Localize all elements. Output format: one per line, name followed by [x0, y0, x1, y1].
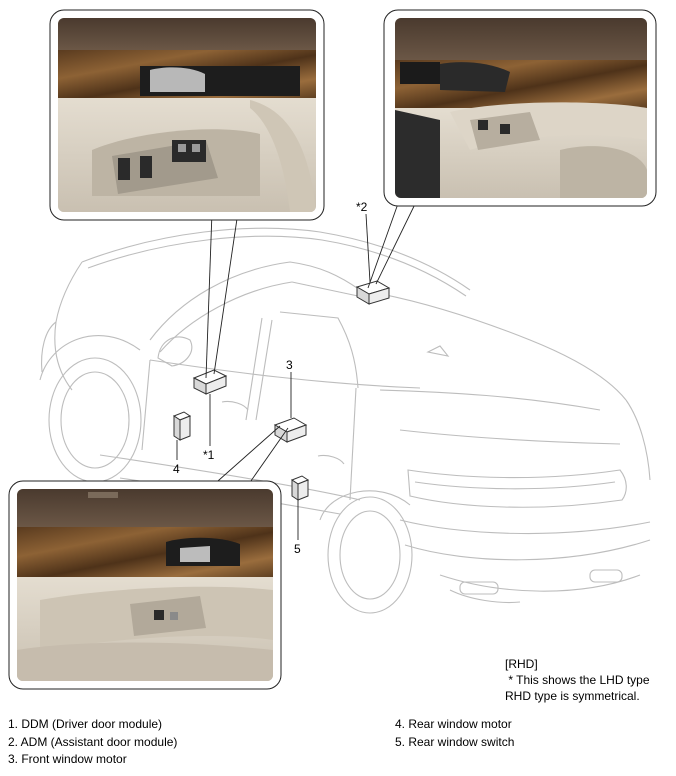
- legend-item-1: 1. DDM (Driver door module): [8, 717, 163, 731]
- callout-3: 3: [286, 358, 293, 372]
- leader-lines: [176, 197, 419, 540]
- car-outline: [39, 227, 651, 614]
- photo-panel-rear-door: [8, 480, 282, 690]
- callout-1: *1: [203, 448, 215, 462]
- rhd-note: [RHD] * This shows the LHD type RHD type…: [505, 656, 650, 704]
- callout-5: 5: [294, 542, 301, 556]
- legend-item-4: 4. Rear window motor: [395, 717, 512, 731]
- rhd-note-line-2: RHD type is symmetrical.: [505, 689, 640, 703]
- rhd-note-line-1: * This shows the LHD type: [505, 673, 650, 687]
- callout-2: *2: [356, 200, 368, 214]
- callout-4: 4: [173, 462, 180, 476]
- legend-item-2: 2. ADM (Assistant door module): [8, 734, 178, 749]
- legend-right: 4. Rear window motor 5. Rear window swit…: [395, 716, 514, 751]
- legend-item-5: 5. Rear window switch: [395, 734, 515, 749]
- photo-panel-assistant-door: [383, 9, 657, 207]
- rhd-note-heading: [RHD]: [505, 657, 538, 671]
- component-boxes: [172, 280, 391, 501]
- photo-panel-driver-door: [49, 9, 325, 221]
- legend-item-3: 3. Front window motor: [8, 752, 127, 766]
- legend-left: 1. DDM (Driver door module) 2. ADM (Assi…: [8, 716, 177, 769]
